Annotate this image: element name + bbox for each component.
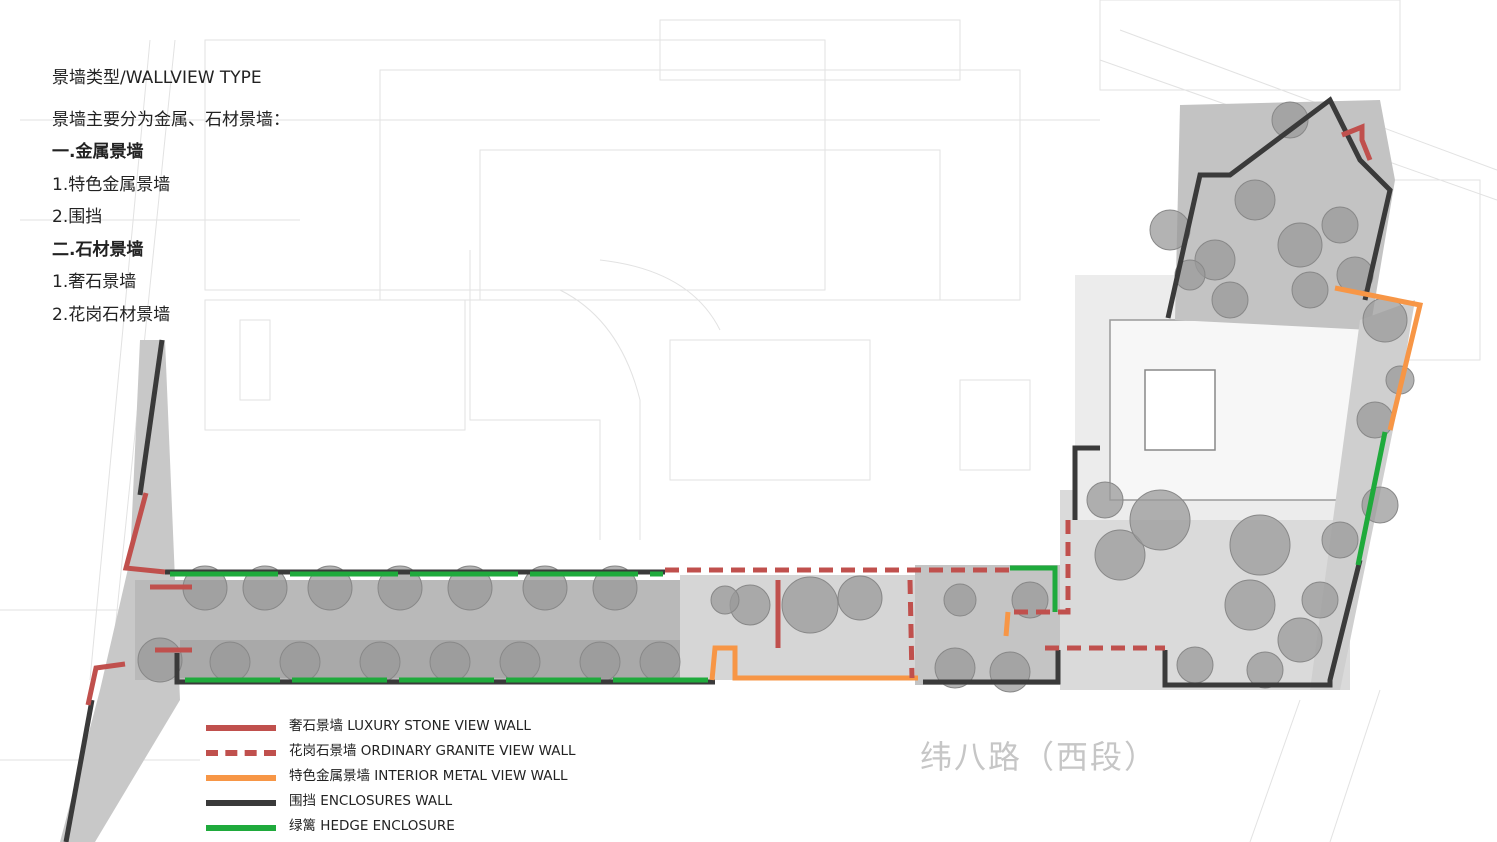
enclosure-north bbox=[1165, 96, 1393, 319]
tree-canopy bbox=[242, 565, 288, 611]
notes-stone-item-1: 1.奢石景墙 bbox=[52, 272, 137, 292]
tower-atrium bbox=[1144, 369, 1216, 451]
legend-label-metal: 特色金属景墙 INTERIOR METAL VIEW WALL bbox=[289, 768, 568, 784]
legend-swatch-hedge bbox=[206, 825, 276, 831]
enclosure-west bbox=[137, 339, 165, 496]
tree-canopy bbox=[943, 583, 977, 617]
notes-metal-item-2: 2.围挡 bbox=[52, 207, 103, 227]
stone-west-south bbox=[85, 661, 126, 706]
legend-label-granite: 花岗石景墙 ORDINARY GRANITE VIEW WALL bbox=[289, 743, 576, 759]
tree-canopy bbox=[1194, 239, 1236, 281]
trees bbox=[137, 101, 1415, 693]
tree-canopy bbox=[1321, 521, 1359, 559]
tree-canopy bbox=[522, 565, 568, 611]
tree-canopy bbox=[1094, 529, 1146, 581]
stone-west-north bbox=[122, 492, 166, 575]
legend-label-hedge: 绿篱 HEDGE ENCLOSURE bbox=[289, 818, 455, 834]
enclosure-plaza bbox=[923, 650, 1061, 685]
notes-intro: 景墙主要分为金属、石材景墙： bbox=[52, 109, 290, 130]
tree-canopy bbox=[1301, 581, 1339, 619]
tree-canopy bbox=[1129, 489, 1191, 551]
metal-east bbox=[1334, 285, 1424, 431]
granite-mid bbox=[907, 579, 915, 679]
hedge-plaza bbox=[1010, 565, 1058, 612]
notes-title: 景墙类型/WALLVIEW TYPE bbox=[52, 68, 262, 88]
tree-canopy bbox=[1011, 581, 1049, 619]
notes-metal-item-1: 1.特色金属景墙 bbox=[52, 174, 171, 195]
tree-canopy bbox=[1277, 222, 1323, 268]
legend-swatch-luxury-stone bbox=[206, 725, 276, 731]
metal-south bbox=[709, 645, 918, 681]
tree-canopy bbox=[781, 576, 839, 634]
tree-canopy bbox=[579, 641, 621, 683]
tree-canopy bbox=[1321, 206, 1359, 244]
tree-canopy bbox=[447, 565, 493, 611]
tree-canopy bbox=[1291, 271, 1329, 309]
notes-stone-item-2: 2.花岗石材景墙 bbox=[52, 304, 171, 325]
tree-canopy bbox=[1356, 401, 1394, 439]
tree-canopy bbox=[307, 565, 353, 611]
tree-canopy bbox=[1176, 646, 1214, 684]
tree-canopy bbox=[1271, 101, 1309, 139]
enclosure-west-south bbox=[63, 699, 95, 842]
metal-plaza bbox=[1003, 611, 1011, 637]
tree-canopy bbox=[499, 641, 541, 683]
tree-canopy bbox=[1086, 481, 1124, 519]
west-road-paving bbox=[60, 340, 180, 842]
tree-canopy bbox=[989, 651, 1031, 693]
tree-canopy bbox=[377, 565, 423, 611]
tree-canopy bbox=[1229, 514, 1291, 576]
tree-canopy bbox=[279, 641, 321, 683]
tree-canopy bbox=[209, 641, 251, 683]
tree-canopy bbox=[429, 641, 471, 683]
tree-canopy bbox=[1246, 651, 1284, 689]
tree-canopy bbox=[1211, 281, 1249, 319]
tree-canopy bbox=[639, 641, 681, 683]
legend-swatch-metal bbox=[206, 775, 276, 781]
legend-swatch-granite bbox=[206, 750, 276, 756]
hedge-east bbox=[1355, 431, 1388, 566]
stone-north bbox=[1341, 123, 1373, 161]
enclosure-tower-west bbox=[1072, 445, 1100, 520]
notes-group-metal: 一.金属景墙 bbox=[52, 142, 144, 162]
legend-label-enclosure: 围挡 ENCLOSURES WALL bbox=[289, 793, 453, 809]
tree-canopy bbox=[1234, 179, 1276, 221]
wall-lines bbox=[63, 96, 1424, 842]
tree-canopy bbox=[1277, 617, 1323, 663]
tree-canopy bbox=[1174, 259, 1206, 291]
tree-canopy bbox=[837, 575, 883, 621]
tree-canopy bbox=[710, 585, 740, 615]
road-name-label: 纬八路（西段） bbox=[920, 738, 1159, 776]
tree-canopy bbox=[1224, 579, 1276, 631]
notes-group-stone: 二.石材景墙 bbox=[52, 239, 144, 260]
tree-canopy bbox=[359, 641, 401, 683]
tree-canopy bbox=[592, 565, 638, 611]
legend-swatch-enclosure bbox=[206, 800, 276, 806]
tree-canopy bbox=[934, 647, 976, 689]
wallview-type-notes: 景墙类型/WALLVIEW TYPE 景墙主要分为金属、石材景墙： 一.金属景墙… bbox=[52, 62, 290, 331]
enclosure-east bbox=[1162, 559, 1363, 688]
tree-canopy bbox=[1362, 297, 1408, 343]
granite-east bbox=[1010, 520, 1071, 615]
legend-label-luxury-stone: 奢石景墙 LUXURY STONE VIEW WALL bbox=[289, 718, 531, 734]
